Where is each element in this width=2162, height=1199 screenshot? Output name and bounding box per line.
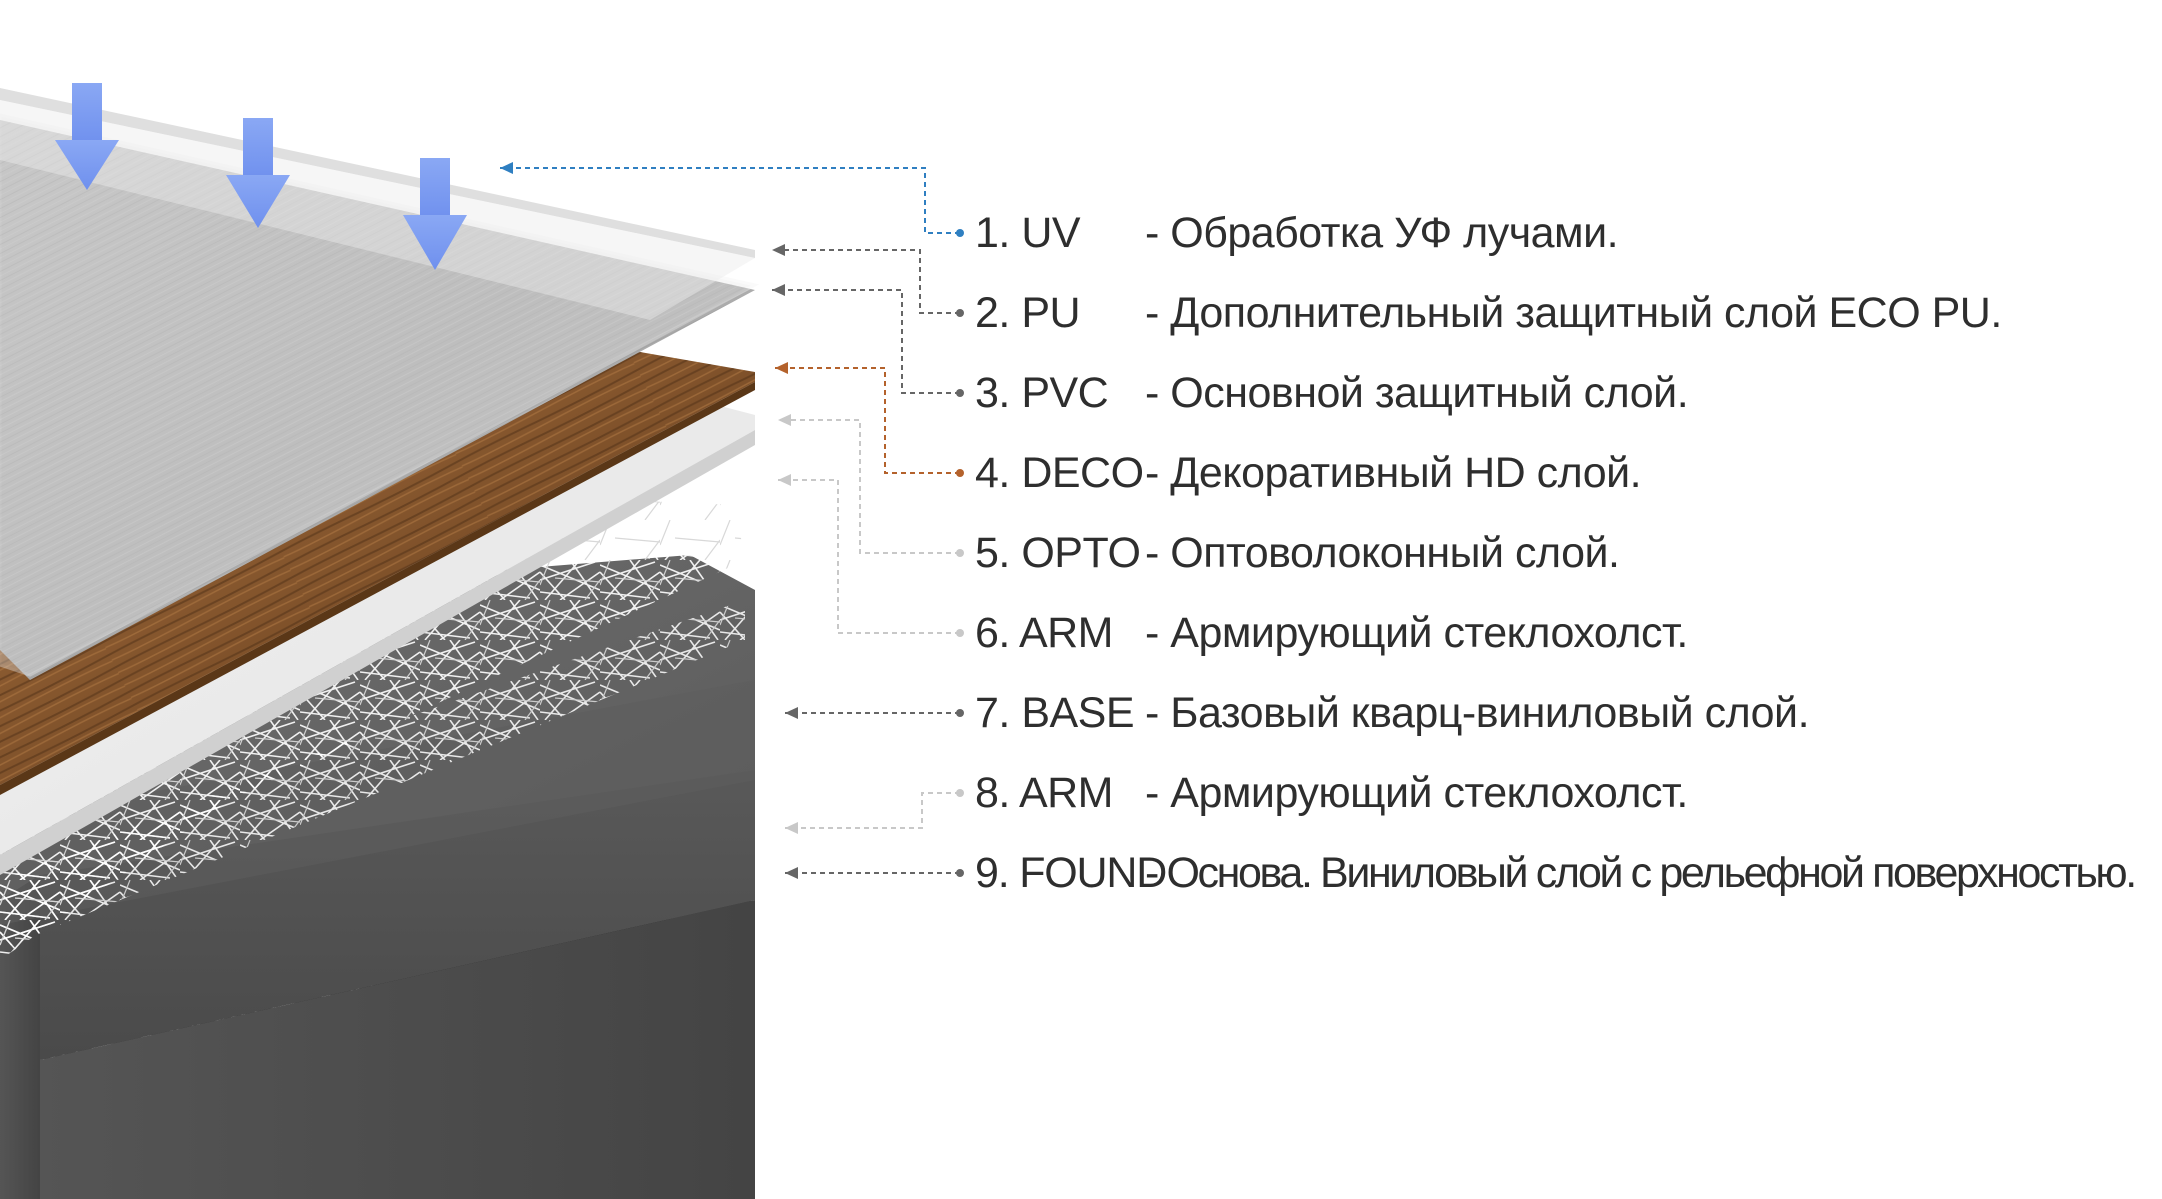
- legend-item-uv: 1. UV- Обработка УФ лучами.: [975, 203, 1619, 263]
- layer-description: - Армирующий стеклохолст.: [1145, 768, 1688, 817]
- layer-number: 4.: [975, 448, 1010, 497]
- legend-item-opto: 5. OPTO- Оптоволоконный слой.: [975, 523, 1620, 583]
- layer-number: 3.: [975, 368, 1010, 417]
- layer-code: 4. DECO: [975, 449, 1145, 498]
- legend-item-found: 9. FOUND- Основа. Виниловый слой с релье…: [975, 843, 2137, 903]
- leader-arrowhead-icon: [785, 867, 798, 879]
- leader-line-pvc: [772, 289, 960, 394]
- leader-dot: [956, 709, 964, 717]
- layer-pvc-illustration: [0, 120, 755, 680]
- layer-code-text: ARM: [1009, 768, 1114, 817]
- layer-description: - Основной защитный слой.: [1145, 368, 1689, 417]
- leader-arrowhead-icon: [785, 822, 798, 834]
- leader-dot: [956, 549, 964, 557]
- legend-item-pu: 2. PU- Дополнительный защитный слой ECO …: [975, 283, 2002, 343]
- layer-code-text: FOUND: [1008, 848, 1167, 897]
- layer-code: 1. UV: [975, 209, 1145, 258]
- leader-dot: [956, 229, 964, 237]
- layer-opto-illustration: [0, 398, 755, 875]
- layer-code-text: UV: [1009, 208, 1081, 257]
- leader-dot: [956, 789, 964, 797]
- layer-number: 7.: [975, 688, 1010, 737]
- layer-number: 2.: [975, 288, 1010, 337]
- layer-code-text: PVC: [1009, 368, 1109, 417]
- layer-pu-illustration: [0, 113, 760, 677]
- layer-description: - Дополнительный защитный слой ECO PU.: [1145, 288, 2002, 337]
- layer-code-text: DECO: [1009, 448, 1144, 497]
- leader-dot: [956, 869, 964, 877]
- layer-code: 7. BASE: [975, 689, 1145, 738]
- leader-arrowhead-icon: [778, 414, 791, 426]
- leader-line-arm: [785, 792, 960, 829]
- legend-item-pvc: 3. PVC- Основной защитный слой.: [975, 363, 1689, 423]
- leader-line-deco: [775, 367, 960, 474]
- leader-line-uv: [500, 167, 960, 234]
- layer-code-text: OPTO: [1009, 528, 1141, 577]
- legend-item-arm: 8. ARM- Армирующий стеклохолст.: [975, 763, 1688, 823]
- legend-item-base: 7. BASE- Базовый кварц-виниловый слой.: [975, 683, 1810, 743]
- layer-deco-illustration: [0, 352, 755, 795]
- layer-description: - Декоративный HD слой.: [1145, 448, 1642, 497]
- layer-description: - Базовый кварц-виниловый слой.: [1145, 688, 1810, 737]
- layer-number: 9.: [975, 848, 1010, 897]
- leader-dot: [956, 309, 964, 317]
- legend-item-arm: 6. ARM- Армирующий стеклохолст.: [975, 603, 1688, 663]
- layer-description: - Оптоволоконный слой.: [1145, 528, 1620, 577]
- leader-dot: [956, 469, 964, 477]
- leader-arrowhead-icon: [785, 707, 798, 719]
- leader-arrowhead-icon: [772, 284, 785, 296]
- layer-code: 3. PVC: [975, 369, 1145, 418]
- layer-number: 8.: [975, 768, 1010, 817]
- layer-code-text: ARM: [1009, 608, 1114, 657]
- leader-arrowhead-icon: [500, 162, 513, 174]
- leader-line-arm: [778, 479, 960, 634]
- layer-code: 9. FOUND: [975, 848, 1167, 898]
- layer-code: 6. ARM: [975, 609, 1145, 658]
- leader-dot: [956, 629, 964, 637]
- layer-uv-illustration: [0, 88, 755, 320]
- leader-lines: [500, 162, 964, 879]
- uv-arrow-icon: [226, 118, 290, 228]
- layer-code-text: PU: [1009, 288, 1081, 337]
- layer-description: - Армирующий стеклохолст.: [1145, 608, 1688, 657]
- layer-code: 8. ARM: [975, 769, 1145, 818]
- leader-arrowhead-icon: [778, 474, 791, 486]
- leader-line-opto: [778, 419, 960, 554]
- leader-arrowhead-icon: [775, 362, 788, 374]
- layer-code: 2. PU: [975, 289, 1145, 338]
- layer-number: 5.: [975, 528, 1010, 577]
- leader-arrowhead-icon: [772, 244, 785, 256]
- layer-code: 5. OPTO: [975, 529, 1145, 578]
- layer-arm-upper-illustration: [0, 500, 745, 960]
- layer-number: 6.: [975, 608, 1010, 657]
- leader-line-pu: [772, 249, 960, 314]
- layer-description: - Основа. Виниловый слой с рельефной пов…: [1145, 848, 2137, 897]
- leader-dot: [956, 389, 964, 397]
- uv-arrows: [55, 83, 467, 270]
- uv-arrow-icon: [55, 83, 119, 190]
- legend-item-deco: 4. DECO- Декоративный HD слой.: [975, 443, 1642, 503]
- layer-number: 1.: [975, 208, 1010, 257]
- layer-code-text: BASE: [1009, 688, 1135, 737]
- layer-description: - Обработка УФ лучами.: [1145, 208, 1619, 257]
- uv-arrow-icon: [403, 158, 467, 270]
